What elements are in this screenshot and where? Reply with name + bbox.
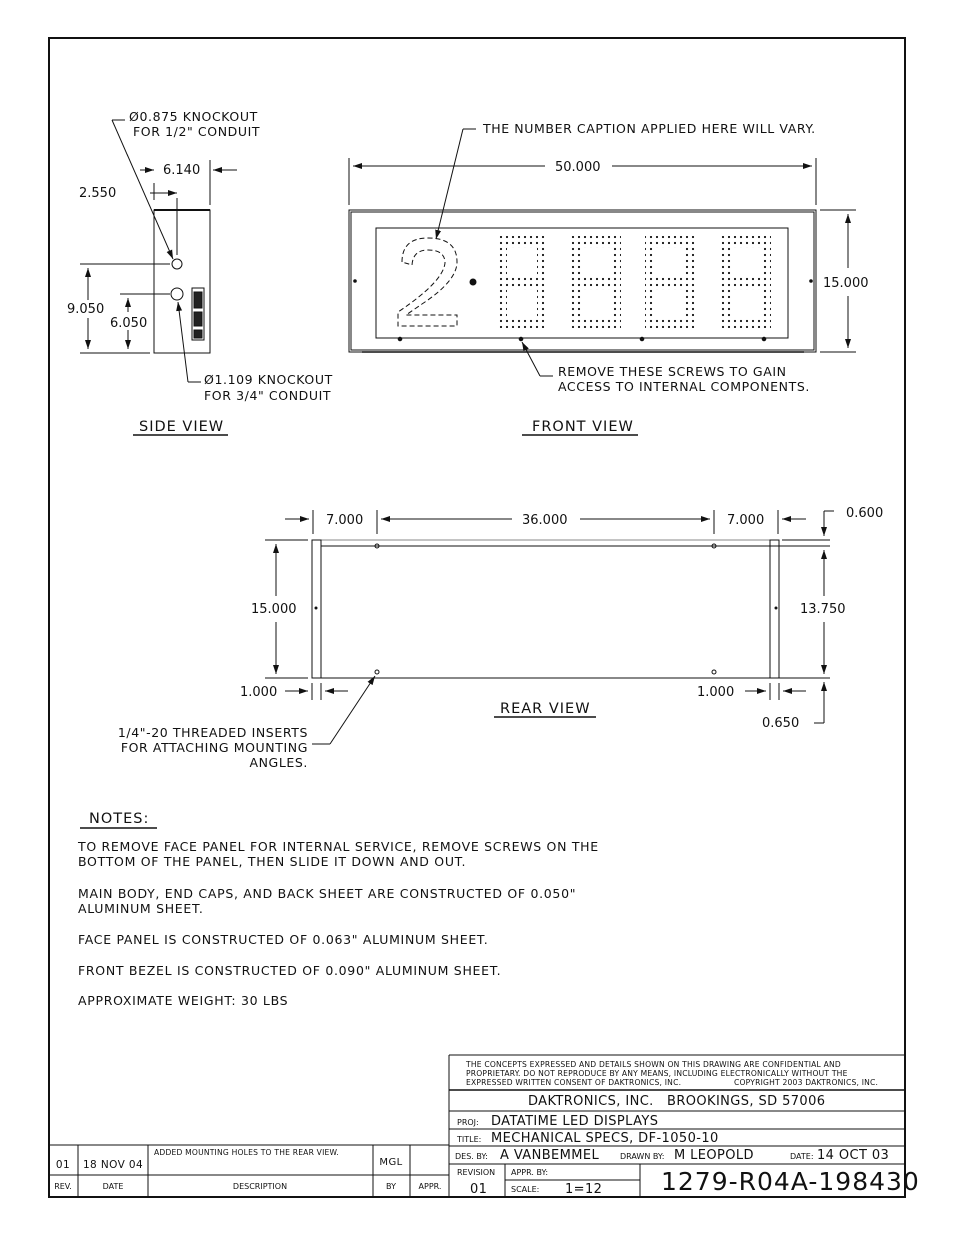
notes-heading: NOTES: [89, 811, 149, 827]
revision-label: REVISION [457, 1168, 495, 1177]
rev-header-description: DESCRIPTION [233, 1182, 287, 1191]
rear-dim-height: 15.000 [251, 602, 297, 617]
drawing-number: 1279-R04A-198430 [661, 1167, 920, 1196]
rev-row-rev: 01 [56, 1159, 70, 1171]
scale-value: 1=12 [565, 1182, 602, 1197]
rear-view-title: REAR VIEW [500, 701, 591, 717]
rev-header-rev: REV. [54, 1182, 72, 1191]
des-by-label: DES. BY: [455, 1152, 488, 1161]
designer: A VANBEMMEL [500, 1148, 599, 1163]
rev-row-date: 18 NOV 04 [83, 1159, 143, 1171]
caption-digit-outline [397, 237, 458, 327]
confidential-line3: EXPRESSED WRITTEN CONSENT OF DAKTRONICS,… [466, 1078, 681, 1087]
note-line-6: FRONT BEZEL IS CONSTRUCTED OF 0.090" ALU… [78, 963, 501, 978]
rev-header-date: DATE [103, 1182, 124, 1191]
front-dim-height: 15.000 [823, 276, 869, 291]
revision-number: 01 [470, 1182, 487, 1197]
rear-dim-top-offset: 0.600 [846, 506, 883, 521]
knockout-small [171, 258, 183, 270]
inserts-note-line2: FOR ATTACHING MOUNTING [121, 740, 308, 755]
proj-label: PROJ: [457, 1118, 479, 1127]
rear-dim-cap-left: 1.000 [240, 685, 277, 700]
drawing-date: 14 OCT 03 [817, 1148, 889, 1163]
caption-note: THE NUMBER CAPTION APPLIED HERE WILL VAR… [482, 121, 816, 136]
front-view [348, 128, 856, 436]
rear-dim-bottom-offset: 0.650 [762, 716, 799, 731]
rear-view [265, 510, 834, 745]
drawn-by-label: DRAWN BY: [620, 1152, 664, 1161]
revision-block [49, 1144, 449, 1197]
led-digits [497, 236, 771, 328]
knockout-top-line2: FOR 1/2" CONDUIT [133, 124, 260, 139]
side-dim-knockout-height-b: 6.050 [110, 316, 147, 331]
rev-header-appr: APPR. [419, 1182, 442, 1191]
knockout-bottom-line1: Ø1.109 KNOCKOUT [204, 372, 333, 387]
screws-note-line2: ACCESS TO INTERNAL COMPONENTS. [558, 379, 810, 394]
rear-dim-inner-height: 13.750 [800, 602, 846, 617]
knockout-bottom-line2: FOR 3/4" CONDUIT [204, 388, 331, 403]
side-dim-width: 6.140 [163, 163, 200, 178]
appr-by-label: APPR. BY: [511, 1168, 548, 1177]
rev-row-description: ADDED MOUNTING HOLES TO THE REAR VIEW. [154, 1148, 339, 1157]
note-line-5: FACE PANEL IS CONSTRUCTED OF 0.063" ALUM… [78, 932, 488, 947]
title-block [448, 1054, 905, 1197]
scale-label: SCALE: [511, 1185, 539, 1194]
side-view [80, 119, 237, 436]
company-name: DAKTRONICS, INC. [528, 1094, 654, 1109]
rev-row-by: MGL [379, 1157, 402, 1168]
inserts-note-line1: 1/4"-20 THREADED INSERTS [118, 725, 308, 740]
rev-header-by: BY [386, 1182, 396, 1191]
project-name: DATATIME LED DISPLAYS [491, 1114, 658, 1129]
screws-note-line1: REMOVE THESE SCREWS TO GAIN [558, 364, 787, 379]
front-face-panel [375, 227, 789, 339]
rear-end-cap-right [769, 539, 780, 679]
knockout-large [170, 287, 184, 301]
rear-dim-center: 36.000 [522, 513, 568, 528]
note-line-1: TO REMOVE FACE PANEL FOR INTERNAL SERVIC… [77, 839, 599, 854]
side-dim-offset: 2.550 [79, 186, 116, 201]
note-line-2: BOTTOM OF THE PANEL, THEN SLIDE IT DOWN … [78, 854, 466, 869]
date-label: DATE: [790, 1152, 814, 1161]
front-dim-width: 50.000 [555, 160, 601, 175]
side-view-title: SIDE VIEW [139, 419, 224, 435]
rear-dim-right-end: 7.000 [727, 513, 764, 528]
drawing-title: MECHANICAL SPECS, DF-1050-10 [491, 1131, 719, 1146]
side-label-plate [191, 287, 205, 341]
note-line-7: APPROXIMATE WEIGHT: 30 LBS [78, 993, 288, 1008]
rear-dim-cap-right: 1.000 [697, 685, 734, 700]
drawing-border [48, 37, 906, 1198]
side-dim-knockout-height-a: 9.050 [67, 302, 104, 317]
confidential-line4: COPYRIGHT 2003 DAKTRONICS, INC. [734, 1078, 878, 1087]
knockout-top-line1: Ø0.875 KNOCKOUT [129, 109, 258, 124]
title-label: TITLE: [456, 1135, 481, 1144]
company-location: BROOKINGS, SD 57006 [667, 1094, 825, 1109]
inserts-note-line3: ANGLES. [249, 755, 308, 770]
confidential-line2: PROPRIETARY. DO NOT REPRODUCE BY ANY MEA… [466, 1069, 848, 1078]
drafter: M LEOPOLD [674, 1148, 754, 1163]
front-view-title: FRONT VIEW [532, 419, 634, 435]
confidential-line1: THE CONCEPTS EXPRESSED AND DETAILS SHOWN… [465, 1060, 841, 1069]
rear-dim-left-end: 7.000 [326, 513, 363, 528]
note-line-4: ALUMINUM SHEET. [78, 901, 204, 916]
note-line-3: MAIN BODY, END CAPS, AND BACK SHEET ARE … [78, 886, 576, 901]
